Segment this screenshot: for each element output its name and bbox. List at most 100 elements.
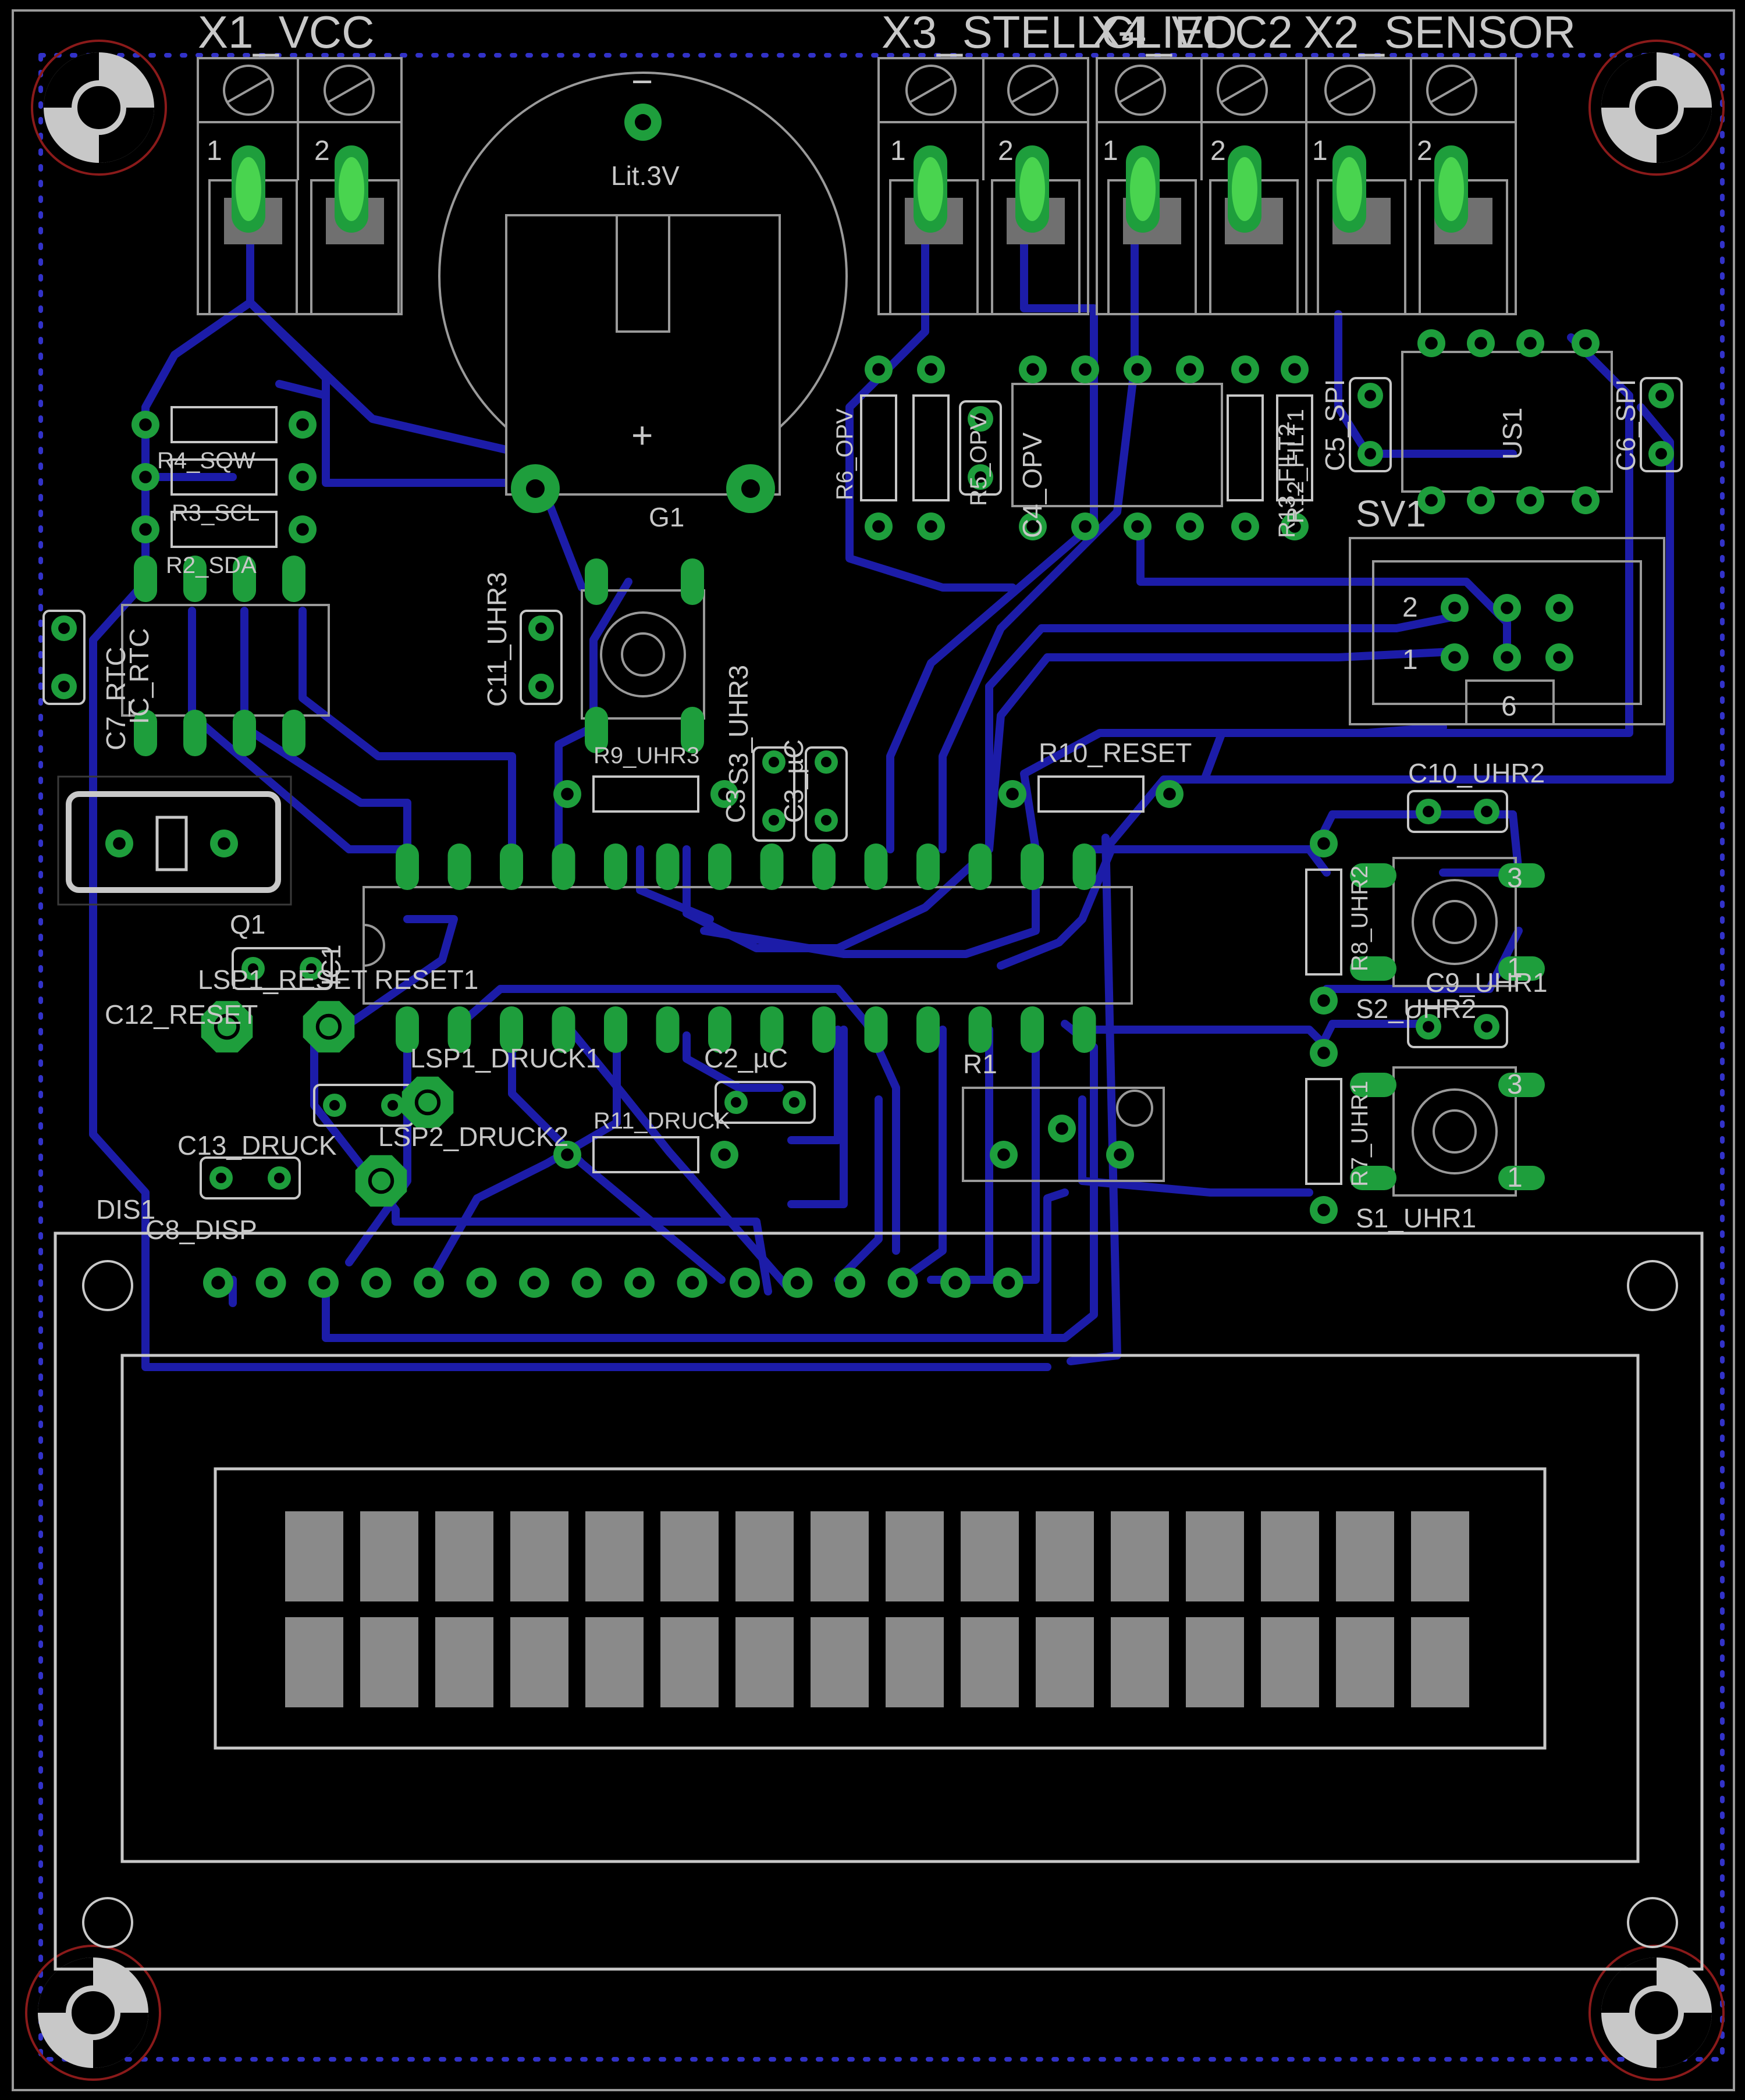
label-c12-reset: C12_RESET xyxy=(105,999,258,1030)
button-pad xyxy=(1350,1073,1396,1097)
lsp-reset-pad xyxy=(303,1001,355,1053)
lcd-character-cells xyxy=(285,1511,1469,1707)
x2-pin1-number: 1 xyxy=(1312,136,1328,166)
pad-hole xyxy=(821,757,831,767)
potentiometer-r1 xyxy=(962,1087,1165,1182)
pad-hole xyxy=(1317,1204,1330,1216)
mounting-hole-top-right xyxy=(1588,40,1725,176)
pad-hole xyxy=(769,815,779,825)
pad-hole xyxy=(113,837,126,850)
pad-hole xyxy=(296,418,309,431)
pad-hole xyxy=(1474,337,1487,350)
pad-hole xyxy=(1655,448,1667,460)
label-c6-spi: C6_SPI xyxy=(1611,379,1641,471)
pad-hole xyxy=(975,413,986,425)
battery-minus-symbol: − xyxy=(631,60,653,102)
button-pad xyxy=(681,558,704,605)
pad-hole xyxy=(1425,337,1438,350)
ic1-pin-pad xyxy=(656,1006,680,1053)
pad-hole xyxy=(218,837,230,850)
label-ic-rtc: IC_RTC xyxy=(124,628,154,724)
rtc-pin-pad xyxy=(233,556,256,602)
ic1-pin-pad xyxy=(552,843,575,890)
ic1-pin-pad xyxy=(447,1006,471,1053)
ic1-pin-pad xyxy=(500,843,523,890)
pad-hole xyxy=(718,1148,731,1161)
ic1-pin-pad xyxy=(1072,843,1096,890)
label-r4-sqw: R4_SQW xyxy=(157,448,255,474)
ic1-microcontroller xyxy=(362,886,1133,1005)
button-pad xyxy=(1498,1166,1545,1190)
pad-hole xyxy=(1239,520,1252,533)
silkscreen-labels: X1_VCC X3_STELLGLIED X4_VCC2 X2_SENSOR 1… xyxy=(96,6,1641,1245)
button-pad xyxy=(1350,1166,1396,1190)
ic1-pin-pad xyxy=(708,843,731,890)
pad-hole xyxy=(561,1148,574,1161)
pad-hole xyxy=(1079,363,1092,376)
pad-hole xyxy=(1448,651,1461,664)
pad-hole xyxy=(388,1100,398,1110)
label-c4-opv: C4_OPV xyxy=(1017,432,1047,538)
pad-hole xyxy=(1026,363,1039,376)
battery-g1 xyxy=(438,72,848,513)
battery-type-label: Lit.3V xyxy=(611,161,680,191)
pad-hole xyxy=(738,1276,752,1290)
pad-hole xyxy=(718,788,731,800)
mounting-hole-bottom-right xyxy=(1588,1945,1725,2081)
pad-hole xyxy=(1184,363,1196,376)
label-c10-uhr2: C10_UHR2 xyxy=(1408,758,1545,788)
label-r2-sda: R2_SDA xyxy=(166,553,257,578)
button-s2 xyxy=(1392,857,1517,987)
pad-hole xyxy=(315,1013,342,1040)
s2-pin1-number: 1 xyxy=(1507,953,1523,984)
pad-hole xyxy=(368,1168,395,1194)
label-s3-uhr3: S3_UHR3 xyxy=(723,665,754,785)
mounting-hole-top-left xyxy=(31,40,167,176)
pad-hole xyxy=(1423,1021,1434,1033)
pad-hole xyxy=(1006,788,1019,800)
pad-hole xyxy=(58,622,70,634)
pad-hole xyxy=(369,1276,383,1290)
component-pads xyxy=(51,329,1674,1298)
pad-hole xyxy=(211,1276,225,1290)
us1-module xyxy=(1401,351,1613,493)
pad-hole xyxy=(1655,390,1667,401)
pad-hole xyxy=(1131,363,1144,376)
x1-pin2-number: 2 xyxy=(314,136,330,166)
pad-hole xyxy=(274,1173,285,1183)
button-pad xyxy=(1350,956,1396,981)
pad-hole xyxy=(527,1276,541,1290)
button-pad xyxy=(585,707,608,753)
ic-rtc xyxy=(121,604,330,717)
label-c5-spi: C5_SPI xyxy=(1320,379,1350,471)
lsp2-pad xyxy=(355,1155,407,1207)
pad-hole xyxy=(1524,494,1537,507)
pad-hole xyxy=(1114,1148,1126,1161)
pad-hole xyxy=(843,1276,857,1290)
lsp1-pad xyxy=(401,1076,454,1129)
pad-hole xyxy=(769,757,779,767)
pad-hole xyxy=(1163,788,1176,800)
label-c7-rtc: C7_RTC xyxy=(101,647,131,750)
label-x1-vcc: X1_VCC xyxy=(198,6,374,58)
pad-hole xyxy=(214,1013,240,1040)
pad-hole xyxy=(1423,806,1434,817)
board-outline xyxy=(12,9,1735,2091)
sv1-pin6-number: 6 xyxy=(1501,691,1517,722)
pad-hole xyxy=(997,1148,1010,1161)
label-lsp2-druck2: LSP2_DRUCK2 xyxy=(378,1122,568,1152)
label-r10-reset: R10_RESET xyxy=(1039,738,1192,768)
ic1-pin-pad xyxy=(968,1006,992,1053)
ic1-pin-pad xyxy=(552,1006,575,1053)
label-c8-disp: C8_DISP xyxy=(145,1215,257,1245)
label-r8-uhr2: R8_UHR2 xyxy=(1347,866,1373,971)
capacitors xyxy=(42,377,1683,1200)
label-lsp1-druck1: LSP1_DRUCK1 xyxy=(410,1043,600,1073)
pad-hole xyxy=(58,681,70,692)
label-s1-uhr1: S1_UHR1 xyxy=(1356,1203,1476,1233)
rtc-pin-pad xyxy=(282,710,305,756)
pad-hole xyxy=(422,1276,436,1290)
ic1-pin-pad xyxy=(396,843,419,890)
label-x4-vcc2: X4_VCC2 xyxy=(1091,6,1293,58)
label-ic1: IC1 xyxy=(316,944,346,986)
